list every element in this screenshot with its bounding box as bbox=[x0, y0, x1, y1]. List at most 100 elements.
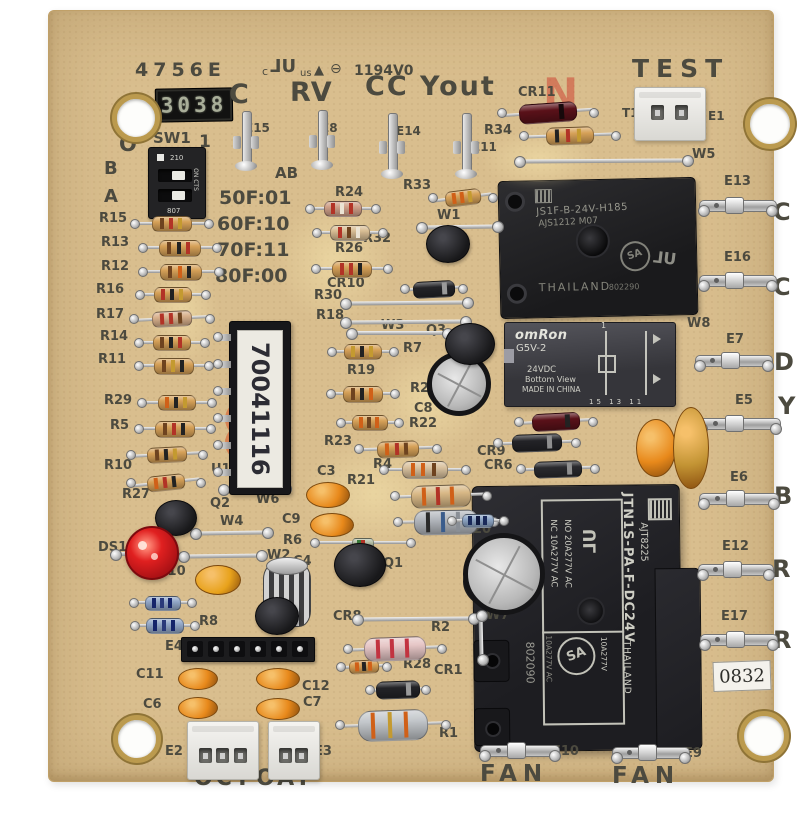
relay-k1-side-rating: 10A277V AC bbox=[544, 635, 554, 683]
a-R7-solder-pad bbox=[327, 347, 337, 357]
band bbox=[154, 477, 160, 490]
band bbox=[375, 639, 381, 659]
a-R10-solder-pad bbox=[198, 450, 208, 460]
a-R12-solder-pad bbox=[214, 267, 224, 277]
band bbox=[168, 312, 174, 325]
jumper-wire-CR8 bbox=[356, 616, 473, 621]
band bbox=[436, 486, 441, 505]
silk-label-CR1-91: CR1 bbox=[434, 663, 463, 678]
band bbox=[337, 227, 342, 238]
ic-sticker-digits: 70041116 bbox=[246, 342, 274, 476]
dip-switch-1-nub bbox=[172, 171, 185, 180]
a-CR11-solder-pad bbox=[497, 108, 507, 118]
a-CR9-solder-pad bbox=[514, 417, 524, 427]
header-pin bbox=[192, 646, 198, 652]
body bbox=[152, 216, 192, 232]
lot-sticker: 0832 bbox=[712, 659, 772, 693]
band bbox=[177, 312, 183, 324]
capacitor-C3 bbox=[306, 482, 350, 508]
connector-slot bbox=[216, 748, 229, 763]
silk-label-R8-78: R8 bbox=[199, 614, 219, 629]
band bbox=[368, 661, 373, 671]
t-E10-solder-pad bbox=[479, 750, 491, 762]
band bbox=[162, 476, 168, 489]
clip bbox=[720, 352, 740, 369]
band bbox=[162, 620, 167, 631]
score-line bbox=[446, 363, 472, 407]
ic-date-sticker: 70041116 bbox=[237, 330, 283, 488]
silk-label-E12-104: E12 bbox=[722, 539, 749, 554]
band bbox=[168, 218, 173, 229]
connector-E3 bbox=[268, 721, 320, 780]
a-R20-solder-pad bbox=[499, 516, 509, 526]
silk-label-C12-82: C12 bbox=[302, 679, 330, 694]
band bbox=[170, 620, 175, 631]
band bbox=[410, 463, 415, 476]
silk-label-50F01-27: 50F:01 bbox=[219, 187, 292, 209]
csa-mark-icon: SA bbox=[557, 636, 596, 676]
band bbox=[356, 539, 361, 546]
diode-CR6 bbox=[496, 433, 576, 453]
silk-label-CR6-61: CR6 bbox=[484, 458, 513, 473]
wire-R30-link-solder-pad bbox=[340, 298, 352, 310]
a-R6-solder-pad bbox=[310, 538, 320, 548]
body bbox=[145, 595, 181, 611]
band bbox=[346, 227, 351, 238]
band bbox=[331, 203, 336, 214]
body bbox=[375, 680, 421, 700]
band bbox=[467, 190, 474, 203]
band bbox=[351, 346, 356, 357]
silk-label-R22-56: R22 bbox=[409, 416, 438, 431]
header-pin-cell bbox=[208, 641, 224, 657]
score-line bbox=[487, 545, 521, 605]
band bbox=[368, 346, 373, 357]
silk-label-1-17: 1 bbox=[199, 132, 211, 152]
band bbox=[387, 711, 393, 738]
coil-symbol-icon bbox=[598, 355, 616, 373]
clip bbox=[723, 561, 743, 578]
band bbox=[403, 710, 409, 738]
capacitor-C9 bbox=[310, 513, 354, 537]
lot-sticker-digits: 0832 bbox=[718, 664, 766, 688]
hole bbox=[714, 278, 720, 283]
t-E13-solder-pad bbox=[698, 205, 710, 217]
display-sticker-digits: 3038 bbox=[160, 92, 228, 118]
connector-slot bbox=[674, 105, 688, 120]
resistor-R33 bbox=[431, 186, 492, 209]
band bbox=[361, 661, 367, 672]
band bbox=[174, 397, 179, 408]
silk-label-c-4: c bbox=[262, 65, 269, 78]
band bbox=[348, 203, 353, 214]
band bbox=[160, 337, 165, 348]
body bbox=[545, 126, 595, 146]
led-glint bbox=[138, 541, 147, 550]
band bbox=[482, 516, 487, 525]
band bbox=[167, 241, 172, 254]
clip bbox=[725, 490, 745, 507]
silk-label-RV-2: RV bbox=[290, 77, 332, 108]
silk-label-R18-49: R18 bbox=[316, 308, 345, 323]
band bbox=[404, 442, 409, 455]
diode-CR1 bbox=[368, 680, 426, 700]
a-R14-solder-pad bbox=[134, 338, 144, 348]
a-D3-solder-pad bbox=[516, 464, 526, 474]
a-R22-solder-pad bbox=[336, 418, 346, 428]
silk-label-B-18: B bbox=[104, 158, 118, 179]
band bbox=[180, 359, 185, 372]
resistor-R27 bbox=[129, 471, 200, 493]
omron-logo: omRon bbox=[515, 328, 568, 343]
body bbox=[332, 260, 372, 278]
rivet-icon bbox=[506, 283, 528, 304]
body bbox=[330, 225, 370, 241]
band bbox=[359, 417, 364, 428]
band bbox=[432, 463, 437, 476]
dip-top-label: 210 bbox=[170, 154, 184, 162]
band bbox=[168, 597, 173, 608]
wire-R18-link-solder-pad bbox=[340, 317, 352, 329]
silk-label-R21-59: R21 bbox=[347, 473, 376, 488]
silk-label-R15-31: R15 bbox=[99, 211, 128, 226]
a-R-blue2-solder-pad bbox=[187, 598, 197, 608]
wire-W7-solder-pad bbox=[477, 654, 489, 666]
capacitor-C11 bbox=[178, 668, 218, 690]
silk-label-4756E-0: 4756E bbox=[135, 59, 226, 81]
